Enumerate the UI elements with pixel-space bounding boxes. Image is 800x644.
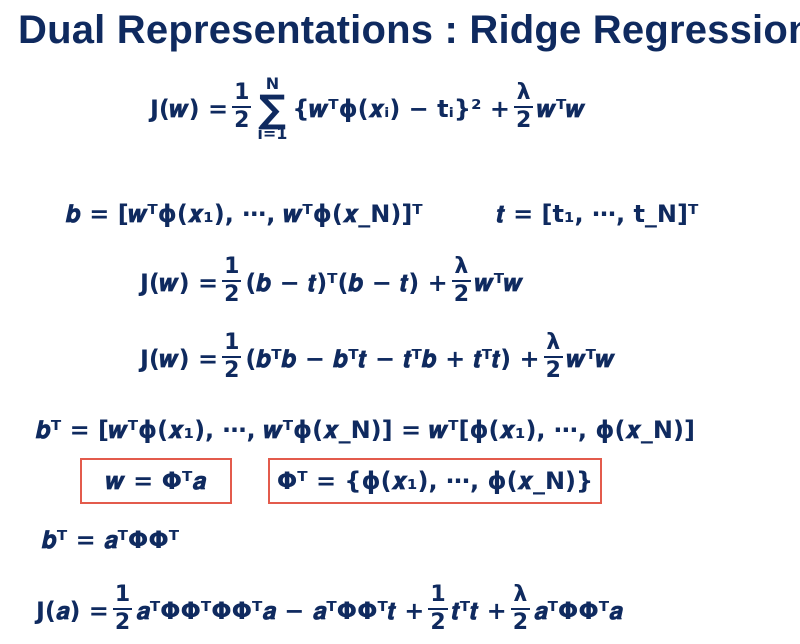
eq3-frac-den: 2: [224, 282, 240, 307]
equation-line-2-row: 𝒃 = [𝒘ᵀϕ(𝒙₁), ⋯, 𝒘ᵀϕ(𝒙_N)]ᵀ 𝒕 = [t₁, ⋯, …: [66, 202, 698, 226]
eq1-frac: 1 2: [232, 80, 252, 134]
eq1-lambda-num: λ: [516, 80, 531, 106]
eq4-frac-den: 2: [224, 358, 240, 383]
eq1-after-sum: {𝒘ᵀϕ(𝒙ᵢ) − tᵢ}² +: [292, 95, 510, 124]
eq3-lambda-num: λ: [454, 254, 469, 279]
eq7-frac2: 1 2: [428, 582, 448, 635]
eq3-frac-num: 1: [224, 254, 240, 279]
eq2-t-definition: 𝒕 = [t₁, ⋯, t_N]ᵀ: [496, 200, 699, 228]
eq1-sum-bottom: i=1: [257, 124, 288, 144]
eq7-frac1-den: 2: [114, 610, 131, 635]
eq7-lambda-num: λ: [513, 582, 528, 607]
eq5-text: 𝒃ᵀ = [𝒘ᵀϕ(𝒙₁), ⋯, 𝒘ᵀϕ(𝒙_N)] = 𝒘ᵀ[ϕ(𝒙₁), …: [36, 416, 695, 444]
eq7-rhs: 𝒂ᵀΦΦᵀ𝒂: [534, 597, 623, 625]
equation-line-7: J(𝒂) = 1 2 𝒂ᵀΦΦᵀΦΦᵀ𝒂 − 𝒂ᵀΦΦᵀ𝒕 + 1 2 𝒕ᵀ𝒕 …: [36, 582, 623, 636]
eq1-lambda-bar: [513, 106, 534, 109]
eq4-lhs: J(𝒘) =: [140, 345, 219, 373]
eq1-frac-bar: [232, 106, 252, 109]
eq4-rhs: 𝒘ᵀ𝒘: [566, 345, 615, 373]
equation-line-2: 𝒃 = [𝒘ᵀϕ(𝒙₁), ⋯, 𝒘ᵀϕ(𝒙_N)]ᵀ 𝒕 = [t₁, ⋯, …: [66, 202, 698, 226]
eq7-lambda-den: 2: [512, 610, 529, 635]
eq7-lambda-frac: λ 2: [510, 582, 531, 635]
eq7-frac2-bar: [428, 608, 448, 610]
eq1-rhs: 𝒘ᵀ𝒘: [537, 95, 586, 124]
eq7-frac1: 1 2: [112, 582, 133, 635]
eq4-lambda-frac: λ 2: [543, 330, 563, 383]
eq3-frac: 1 2: [222, 254, 242, 307]
slide-title: Dual Representations : Ridge Regression: [18, 8, 800, 52]
eq7-frac2-num: 1: [430, 582, 446, 607]
eq1-lambda-den: 2: [515, 108, 532, 134]
eq4-lambda-bar: [543, 356, 563, 358]
eq1-lambda-frac: λ 2: [513, 80, 534, 134]
eq4-mid: (𝒃ᵀ𝒃 − 𝒃ᵀ𝒕 − 𝒕ᵀ𝒃 + 𝒕ᵀ𝒕) +: [245, 345, 540, 373]
eq7-lambda-bar: [510, 608, 531, 610]
equation-line-3: J(𝒘) = 1 2 (𝒃 − 𝒕)ᵀ(𝒃 − 𝒕) + λ 2 𝒘ᵀ𝒘: [140, 254, 523, 308]
equation-line-3-row: J(𝒘) = 1 2 (𝒃 − 𝒕)ᵀ(𝒃 − 𝒕) + λ 2 𝒘ᵀ𝒘: [140, 254, 523, 308]
box-w-equals-phi-t-a: 𝒘 = Φᵀ𝒂: [80, 458, 232, 504]
eq4-frac-num: 1: [224, 330, 240, 355]
eq7-mid1: 𝒂ᵀΦΦᵀΦΦᵀ𝒂 − 𝒂ᵀΦΦᵀ𝒕 +: [136, 597, 425, 625]
eq7-frac1-bar: [112, 608, 133, 610]
eq1-summation: N ∑ i=1: [257, 76, 287, 142]
equation-line-1-row: J(𝒘) = 1 2 N ∑ i=1 {𝒘ᵀϕ(𝒙ᵢ) − tᵢ}² + λ 2…: [150, 76, 585, 142]
eq3-lambda-frac: λ 2: [451, 254, 472, 307]
equation-line-5: 𝒃ᵀ = [𝒘ᵀϕ(𝒙₁), ⋯, 𝒘ᵀϕ(𝒙_N)] = 𝒘ᵀ[ϕ(𝒙₁), …: [36, 418, 695, 442]
eq4-lambda-num: λ: [546, 330, 561, 355]
eq3-rhs: 𝒘ᵀ𝒘: [475, 269, 523, 297]
eq3-lambda-bar: [451, 280, 472, 282]
equation-line-6: 𝒃ᵀ = 𝒂ᵀΦΦᵀ: [42, 528, 179, 552]
eq3-lhs: J(𝒘) =: [140, 269, 219, 297]
box1-text: 𝒘 = Φᵀ𝒂: [106, 467, 206, 495]
eq1-frac-den: 2: [234, 108, 250, 134]
eq4-frac: 1 2: [222, 330, 242, 383]
eq3-mid: (𝒃 − 𝒕)ᵀ(𝒃 − 𝒕) +: [245, 269, 448, 297]
eq2-b-definition: 𝒃 = [𝒘ᵀϕ(𝒙₁), ⋯, 𝒘ᵀϕ(𝒙_N)]ᵀ: [66, 200, 423, 228]
eq1-sum-symbol: ∑: [258, 87, 287, 131]
equation-line-4-row: J(𝒘) = 1 2 (𝒃ᵀ𝒃 − 𝒃ᵀ𝒕 − 𝒕ᵀ𝒃 + 𝒕ᵀ𝒕) + λ 2…: [140, 330, 615, 384]
eq1-lhs: J(𝒘) =: [150, 95, 229, 124]
eq7-frac2-den: 2: [430, 610, 446, 635]
equation-line-7-row: J(𝒂) = 1 2 𝒂ᵀΦΦᵀΦΦᵀ𝒂 − 𝒂ᵀΦΦᵀ𝒕 + 1 2 𝒕ᵀ𝒕 …: [36, 582, 623, 636]
equation-line-4: J(𝒘) = 1 2 (𝒃ᵀ𝒃 − 𝒃ᵀ𝒕 − 𝒕ᵀ𝒃 + 𝒕ᵀ𝒕) + λ 2…: [140, 330, 615, 384]
eq3-lambda-den: 2: [453, 282, 470, 307]
equation-line-1: J(𝒘) = 1 2 N ∑ i=1 {𝒘ᵀϕ(𝒙ᵢ) − tᵢ}² + λ 2…: [150, 76, 585, 142]
eq4-frac-bar: [222, 356, 242, 358]
eq1-frac-num: 1: [234, 80, 250, 106]
box-phi-t-definition: Φᵀ = {ϕ(𝒙₁), ⋯, ϕ(𝒙_N)}: [268, 458, 602, 504]
eq7-lhs: J(𝒂) =: [36, 597, 109, 625]
eq6-text: 𝒃ᵀ = 𝒂ᵀΦΦᵀ: [42, 526, 180, 554]
eq7-mid2: 𝒕ᵀ𝒕 +: [451, 597, 507, 625]
box2-text: Φᵀ = {ϕ(𝒙₁), ⋯, ϕ(𝒙_N)}: [276, 467, 594, 495]
eq1-sum-top: N: [265, 74, 280, 93]
eq4-lambda-den: 2: [545, 358, 561, 383]
eq3-frac-bar: [222, 280, 242, 282]
eq7-frac1-num: 1: [114, 582, 131, 607]
